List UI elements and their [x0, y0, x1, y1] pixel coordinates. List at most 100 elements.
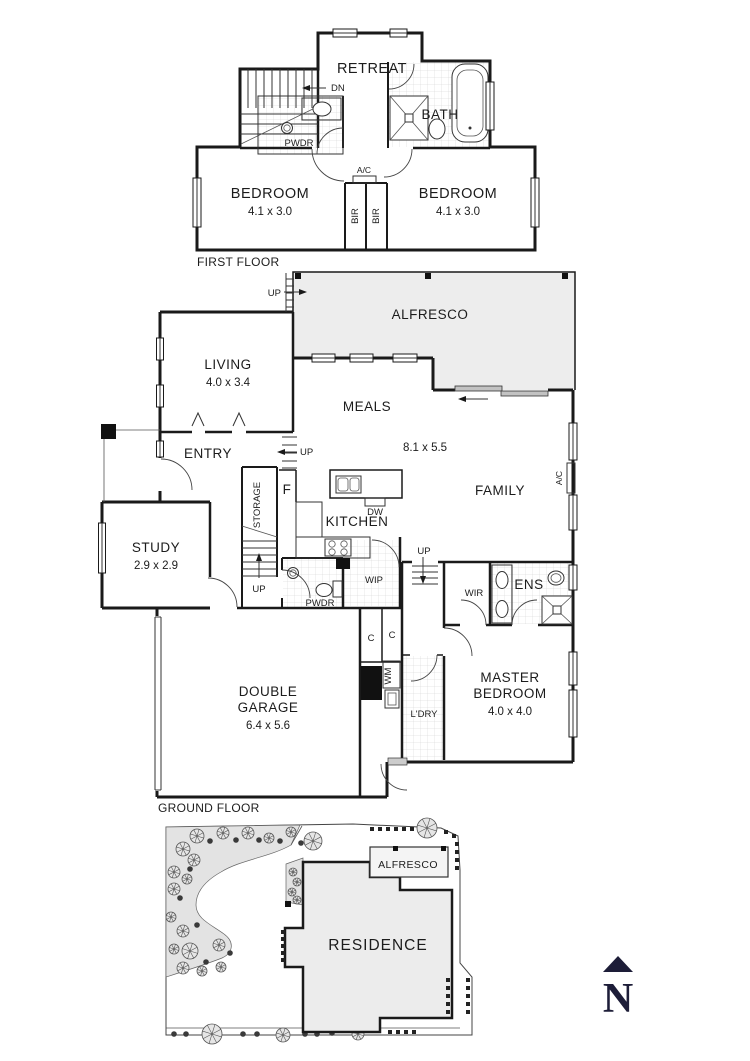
ground-floor-plan: ALFRESCO UP LIVING 4.0 x 3.4 MEALS 8.1 x…	[98, 271, 578, 815]
label-c2: C	[389, 630, 396, 641]
steps-alfresco	[284, 273, 307, 312]
wip-door-arc	[371, 539, 400, 568]
label-living-dims: 4.0 x 3.4	[206, 377, 251, 389]
basin-gf	[287, 567, 299, 579]
bedroom-door-arcs	[311, 148, 413, 182]
alfresco-posts	[295, 273, 568, 279]
alfresco-area	[293, 272, 575, 390]
label-family-dims: 8.1 x 5.5	[403, 442, 447, 454]
label-study: STUDY	[132, 540, 180, 555]
label-master-2: BEDROOM	[473, 686, 546, 701]
label-storage: STORAGE	[252, 482, 263, 528]
label-ldry: L'DRY	[411, 709, 439, 720]
label-master-dims: 4.0 x 4.0	[488, 706, 532, 718]
kitchen-bench-bottom	[295, 536, 371, 559]
stairs-first-floor	[240, 69, 318, 145]
label-alfresco-gf: ALFRESCO	[392, 307, 469, 322]
first-floor-exterior-walls	[195, 31, 537, 252]
washing-machine	[382, 660, 401, 689]
toilet-bath	[428, 118, 446, 140]
ensuite-fixtures	[491, 564, 573, 625]
label-pwdr-gf: PWDR	[305, 598, 334, 609]
basin-ff	[281, 122, 293, 134]
family-windows	[566, 422, 578, 738]
powder-door-arc-ff	[316, 127, 344, 155]
label-master-1: MASTER	[480, 670, 539, 685]
porch-pier	[101, 424, 116, 439]
dishwasher	[364, 497, 386, 507]
steps-meals	[277, 436, 297, 469]
label-garage-2: GARAGE	[238, 700, 299, 715]
label-bedroom-right: BEDROOM	[419, 186, 497, 202]
toilet-ff	[312, 101, 332, 117]
north-compass: N	[603, 956, 633, 1022]
bath-door-arc	[388, 63, 415, 90]
label-c1: C	[368, 633, 375, 644]
label-bedroom-left-dims: 4.1 x 3.0	[248, 206, 292, 218]
site-alfresco	[369, 846, 449, 878]
porch	[101, 424, 160, 502]
laundry-ext-door-arc	[380, 763, 408, 791]
paver-dots	[281, 827, 470, 1034]
wip-floor	[344, 540, 399, 606]
label-wir: WIR	[465, 588, 484, 599]
powder-room-ff	[257, 95, 344, 155]
island-bench	[329, 469, 403, 499]
label-bedroom-right-dims: 4.1 x 3.0	[436, 206, 480, 218]
sliding-door	[454, 385, 549, 402]
first-floor-plan: RETREAT DN PWDR BATH A/C BIR BIR BEDROOM…	[192, 28, 540, 269]
label-kitchen: KITCHEN	[326, 514, 389, 529]
label-site-alfresco: ALFRESCO	[378, 859, 438, 871]
toilet-gf	[315, 583, 333, 597]
north-label: N	[603, 976, 633, 1022]
kitchen-fixtures	[295, 469, 403, 569]
label-residence: RESIDENCE	[328, 937, 427, 954]
label-dn: DN	[331, 83, 345, 94]
kitchen-bench-side	[295, 501, 323, 538]
study-door-arc	[207, 577, 238, 608]
caption-first-floor: FIRST FLOOR	[197, 255, 279, 269]
laundry-ext-sill	[387, 757, 408, 766]
powder-door-arc-gf	[281, 569, 311, 599]
garage-door	[154, 616, 162, 791]
laundry-trough	[384, 689, 400, 709]
label-wip: WIP	[365, 575, 383, 586]
garden-trees	[165, 817, 438, 1045]
site-plan: ALFRESCO RESIDENCE	[165, 817, 473, 1045]
cooktop	[324, 538, 352, 557]
down-arrow	[302, 85, 326, 91]
oven	[336, 558, 350, 569]
ensuite-vanity	[491, 564, 513, 624]
cased-opening-marks	[191, 411, 246, 427]
label-bir-left: BIR	[350, 208, 361, 224]
label-bath: BATH	[421, 107, 458, 122]
label-garage-1: DOUBLE	[239, 684, 298, 699]
north-arrow-icon	[603, 956, 633, 972]
meals-windows	[311, 353, 418, 363]
vanity-ff	[301, 97, 342, 121]
label-entry: ENTRY	[184, 446, 232, 461]
left-windows	[98, 337, 165, 574]
label-bir-right: BIR	[371, 208, 382, 224]
label-bedroom-left: BEDROOM	[231, 186, 309, 202]
ground-floor-interior-walls	[160, 312, 573, 797]
toilet-ens	[547, 570, 565, 586]
cupboard-walls	[279, 469, 443, 663]
label-study-dims: 2.9 x 2.9	[134, 560, 178, 572]
ac-unit-gf	[566, 462, 576, 494]
hot-water-unit	[361, 666, 382, 700]
main-stairs	[241, 525, 278, 578]
label-up-stairs: UP	[252, 584, 265, 595]
ac-unit-ff	[352, 175, 377, 184]
label-dw: DW	[367, 507, 383, 518]
caption-ground-floor: GROUND FLOOR	[158, 801, 260, 815]
label-family: FAMILY	[475, 483, 525, 498]
label-meals: MEALS	[343, 399, 391, 414]
garage-door-gap	[152, 616, 162, 791]
steps-hall	[412, 557, 438, 585]
bathroom	[388, 63, 489, 143]
laundry-fixtures	[361, 654, 438, 791]
label-pwdr-ff: PWDR	[284, 138, 313, 149]
label-fridge: F	[283, 482, 292, 497]
